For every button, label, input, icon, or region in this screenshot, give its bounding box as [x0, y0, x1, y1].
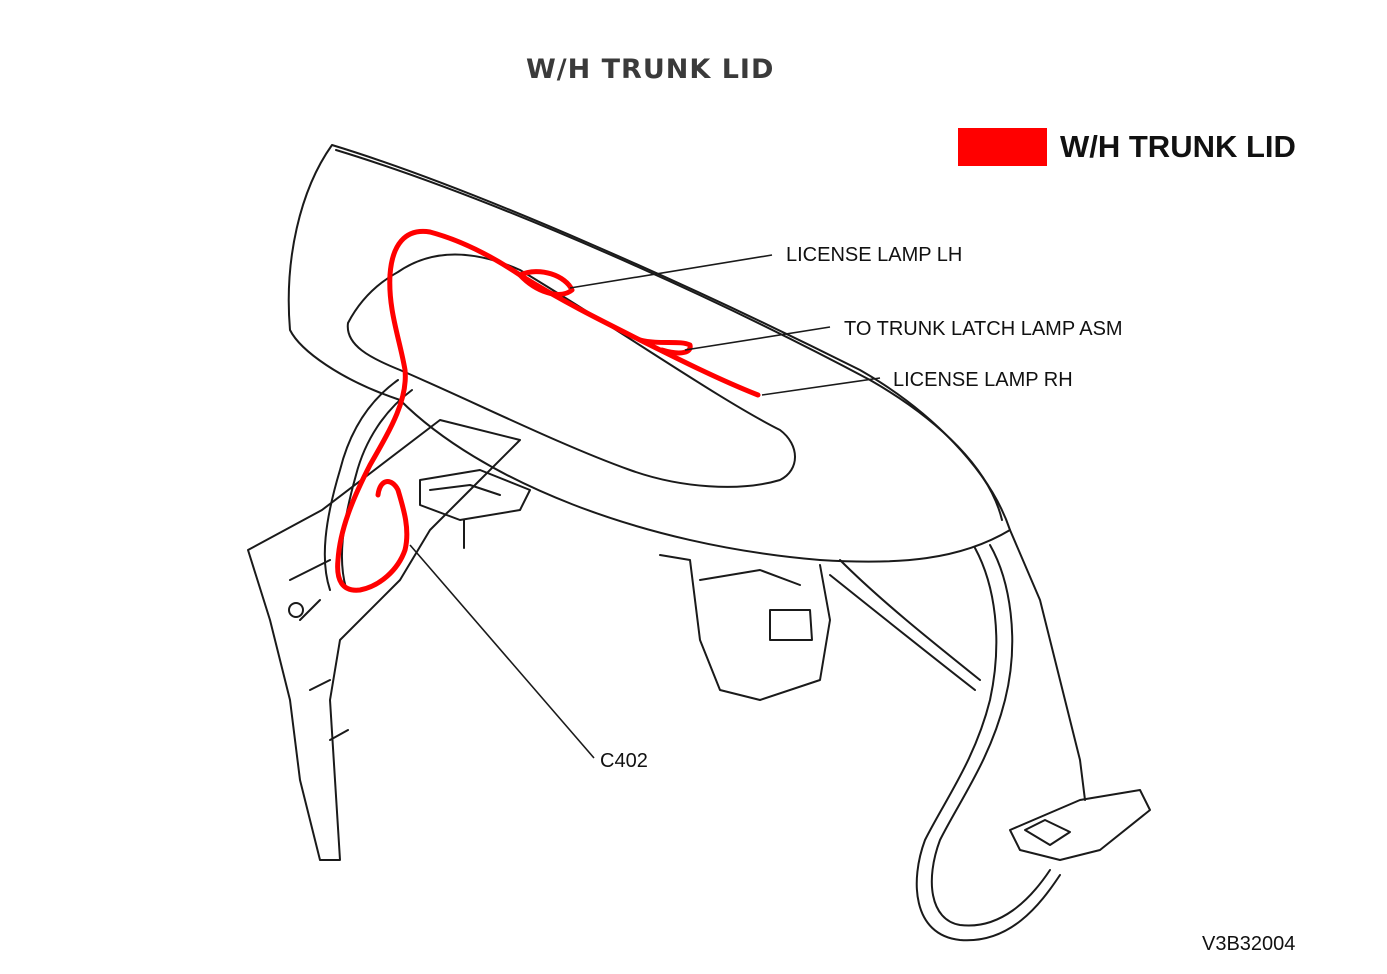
left-bolt — [288, 602, 304, 618]
latch-bracket — [419, 469, 531, 521]
right-quarter-panel — [1009, 529, 1086, 801]
center-support-detail — [699, 569, 813, 641]
right-frame-lines — [829, 559, 981, 691]
legend: W/H TRUNK LID — [958, 128, 1296, 166]
legend-label: W/H TRUNK LID — [1060, 129, 1296, 164]
page-title: W/H TRUNK LID — [526, 54, 775, 85]
left-hinge-strap-inner — [340, 389, 413, 589]
license-recess — [346, 253, 796, 488]
callout-c402: C402 — [600, 750, 648, 772]
trunk-lid-outline — [287, 144, 1011, 563]
leader-c402 — [409, 544, 595, 759]
legend-swatch — [958, 128, 1047, 166]
latch-bracket-detail — [429, 484, 501, 549]
right-hinge-strap — [930, 544, 1051, 927]
leader-license-lamp-lh — [569, 254, 773, 289]
left-quarter-detail — [289, 559, 349, 741]
center-support — [659, 554, 831, 701]
callout-license-lamp-lh: LICENSE LAMP LH — [786, 244, 962, 266]
left-hinge-strap — [323, 379, 399, 591]
right-hinge-box — [1009, 789, 1151, 861]
trunk-lid-top-edge — [335, 149, 1003, 521]
harness-main — [335, 228, 761, 593]
left-quarter-panel — [247, 419, 521, 861]
right-hinge-strap-inner — [915, 547, 1061, 942]
right-hinge-box-detail — [1024, 819, 1071, 846]
callout-trunk-latch-lamp: TO TRUNK LATCH LAMP ASM — [844, 318, 1123, 340]
harness-loop-lh — [517, 269, 575, 297]
leader-trunk-latch — [684, 326, 831, 351]
callout-license-lamp-rh: LICENSE LAMP RH — [893, 369, 1073, 391]
harness-branch-latch — [637, 337, 693, 356]
figure-id: V3B32004 — [1202, 933, 1296, 955]
leader-license-lamp-rh — [761, 377, 881, 396]
